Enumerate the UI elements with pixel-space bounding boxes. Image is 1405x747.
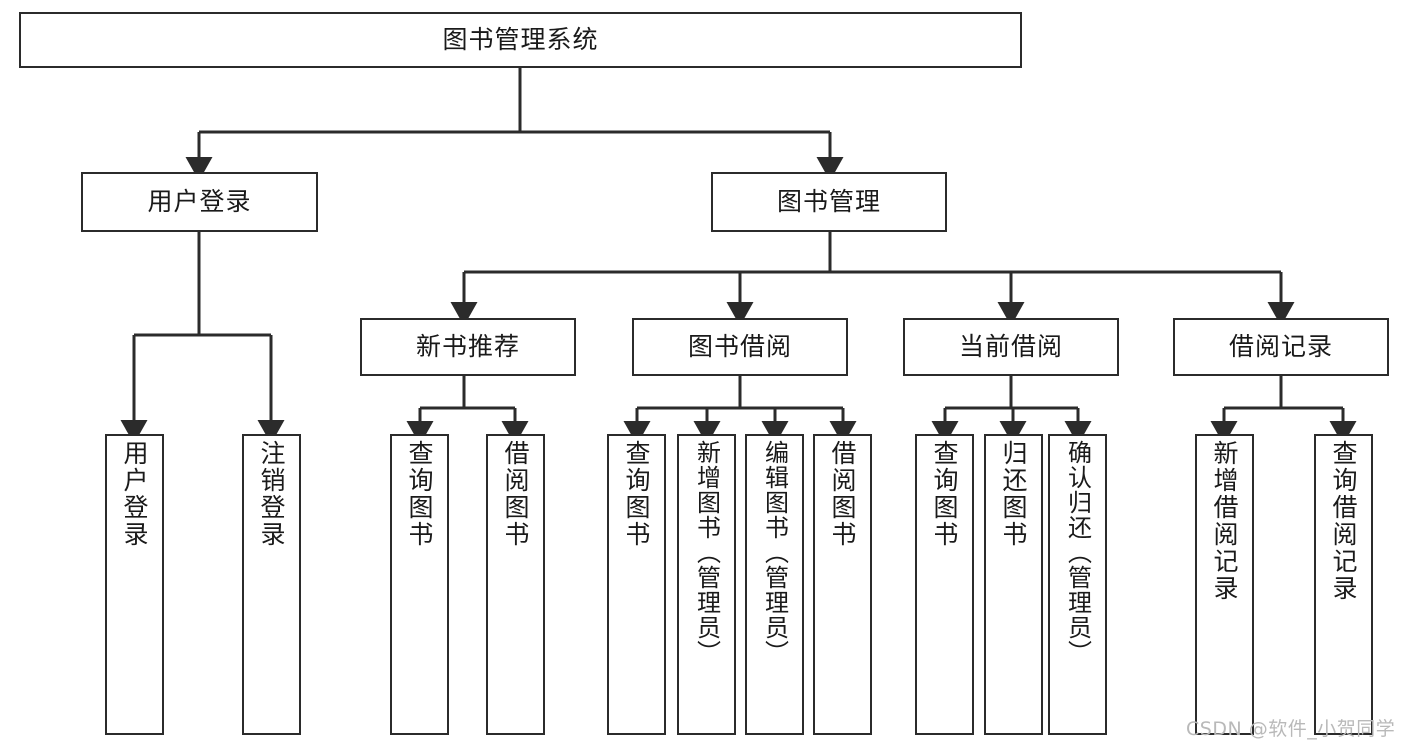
leaf-confirm-return-admin[interactable]: 确认归还（管理员） <box>1048 434 1107 735</box>
leaf-user-login[interactable]: 用户登录 <box>105 434 164 735</box>
node-current-borrow[interactable]: 当前借阅 <box>903 318 1119 376</box>
node-label: 当前借阅 <box>958 332 1063 362</box>
node-label: 图书管理系统 <box>442 25 599 55</box>
leaf-return-book[interactable]: 归还图书 <box>984 434 1043 735</box>
node-user-login[interactable]: 用户登录 <box>81 172 318 232</box>
leaf-query-book-borrow[interactable]: 查询图书 <box>607 434 666 735</box>
node-label: 用户登录 <box>147 187 252 217</box>
node-label: 归还图书 <box>999 440 1028 548</box>
node-label: 查询借阅记录 <box>1329 440 1358 602</box>
node-label: 图书管理 <box>776 187 881 217</box>
node-label: 用户登录 <box>120 440 149 548</box>
node-label: 注销登录 <box>257 440 286 548</box>
node-label: 借阅图书 <box>501 440 530 548</box>
node-label: 新书推荐 <box>415 332 520 362</box>
node-label: 借阅图书 <box>828 440 857 548</box>
node-label: 查询图书 <box>622 440 651 548</box>
node-label: 借阅记录 <box>1228 332 1333 362</box>
leaf-add-book-admin[interactable]: 新增图书（管理员） <box>677 434 736 735</box>
node-label: 查询图书 <box>930 440 959 548</box>
node-label: 新增图书（管理员） <box>692 440 721 665</box>
node-label: 图书借阅 <box>687 332 792 362</box>
node-label: 确认归还（管理员） <box>1063 440 1092 665</box>
leaf-query-book-current[interactable]: 查询图书 <box>915 434 974 735</box>
node-label: 查询图书 <box>405 440 434 548</box>
node-borrow-record[interactable]: 借阅记录 <box>1173 318 1389 376</box>
node-book-management[interactable]: 图书管理 <box>711 172 947 232</box>
node-label: 编辑图书（管理员） <box>760 440 789 665</box>
node-new-book-recommend[interactable]: 新书推荐 <box>360 318 576 376</box>
csdn-watermark: CSDN @软件_小贺同学 <box>1186 718 1396 740</box>
node-root-book-management-system[interactable]: 图书管理系统 <box>19 12 1022 68</box>
node-label: 新增借阅记录 <box>1210 440 1239 602</box>
leaf-query-borrow-record[interactable]: 查询借阅记录 <box>1314 434 1373 735</box>
leaf-borrow-book-recommend[interactable]: 借阅图书 <box>486 434 545 735</box>
leaf-logout[interactable]: 注销登录 <box>242 434 301 735</box>
leaf-add-borrow-record[interactable]: 新增借阅记录 <box>1195 434 1254 735</box>
leaf-borrow-book[interactable]: 借阅图书 <box>813 434 872 735</box>
leaf-edit-book-admin[interactable]: 编辑图书（管理员） <box>745 434 804 735</box>
leaf-query-book-recommend[interactable]: 查询图书 <box>390 434 449 735</box>
node-book-borrow[interactable]: 图书借阅 <box>632 318 848 376</box>
